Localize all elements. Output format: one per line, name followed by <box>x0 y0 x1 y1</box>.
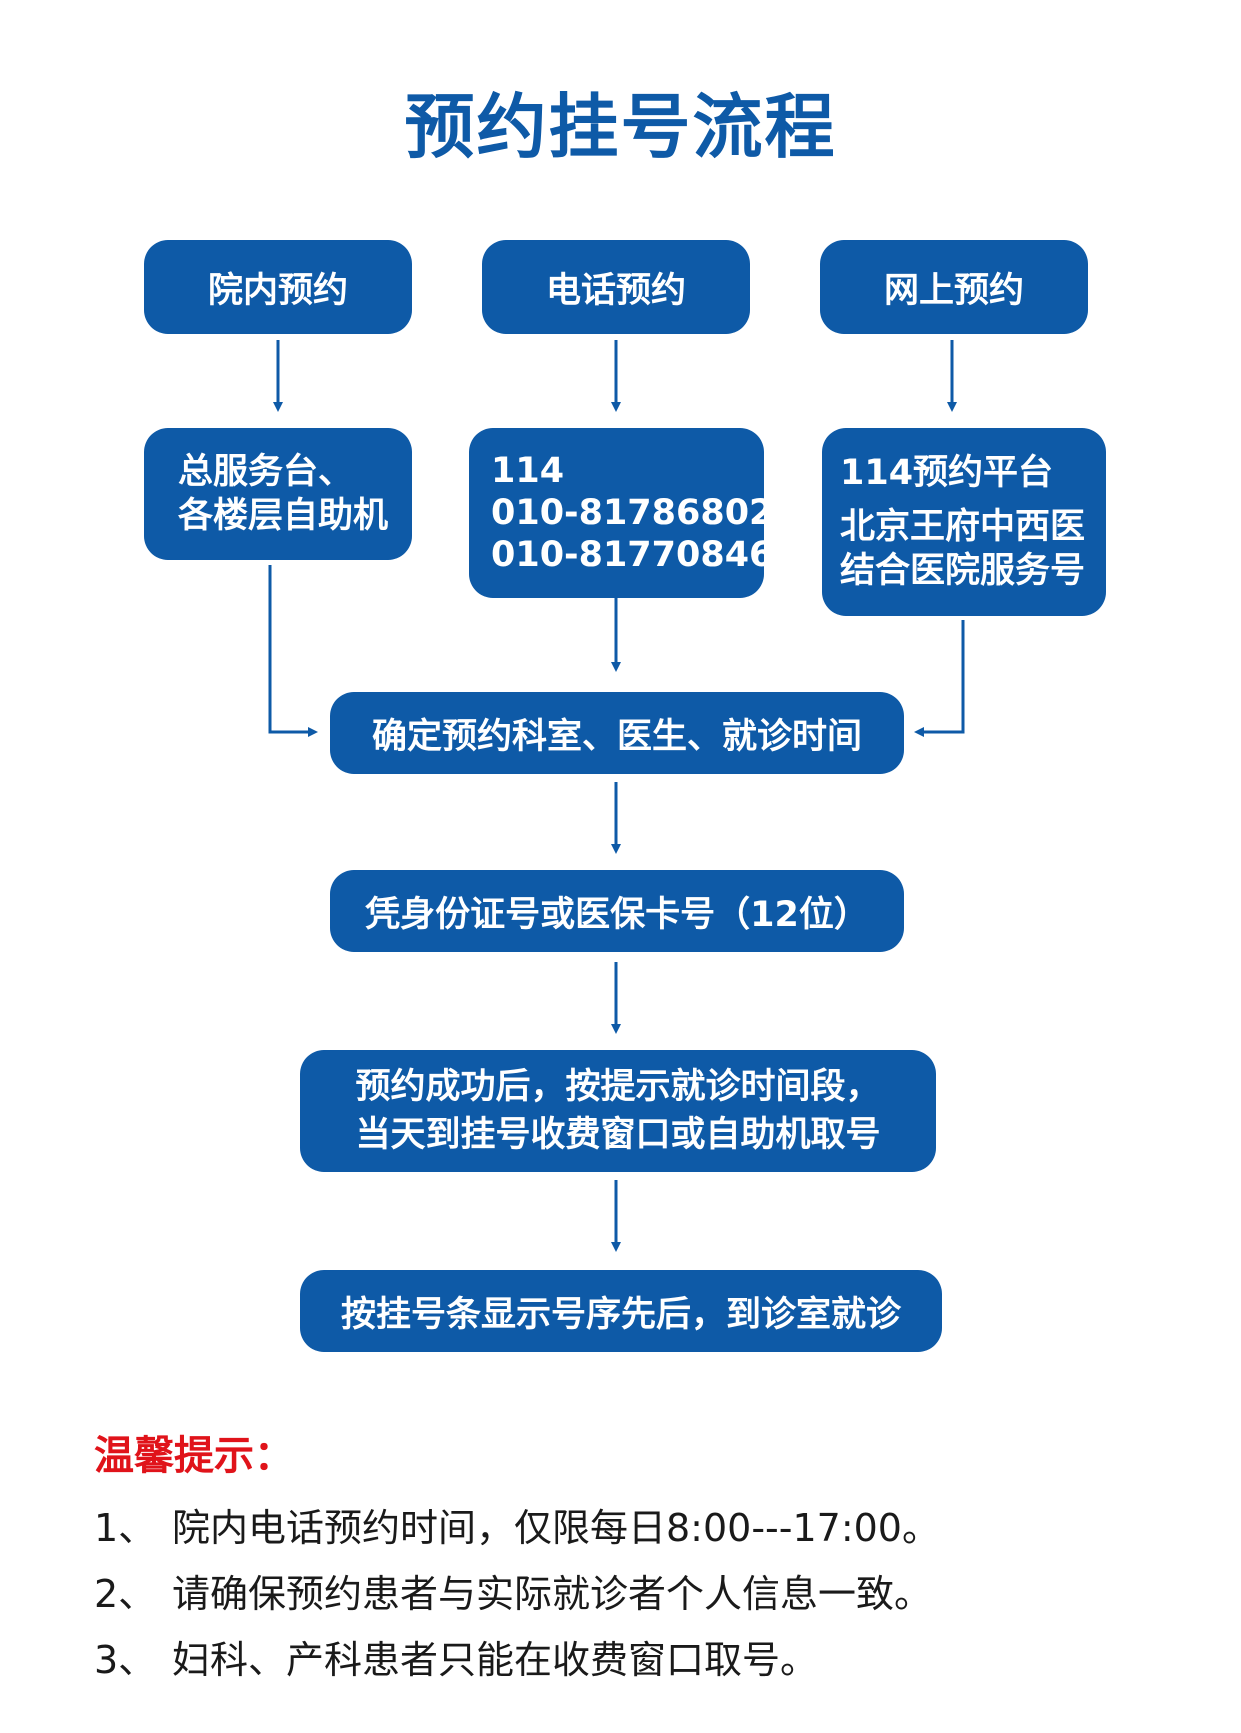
detail-inhospital-line: 总服务台、 <box>178 452 354 492</box>
channel-phone-box: 电话预约 <box>482 240 750 334</box>
detail-phone-line: 010-81786802 <box>491 493 774 533</box>
step-id-text: 凭身份证号或医保卡号（12位） <box>365 894 869 935</box>
step-pickup-line: 当天到挂号收费窗口或自助机取号 <box>355 1115 881 1155</box>
detail-phone-box: 114 010-81786802 010-81770846 <box>469 428 773 598</box>
tip-text: 院内电话预约时间，仅限每日8:00---17:00。 <box>172 1506 940 1550</box>
step-id-box: 凭身份证号或医保卡号（12位） <box>330 870 904 952</box>
detail-online-line: 114预约平台 <box>840 453 1054 493</box>
tips-title: 温馨提示： <box>94 1433 294 1479</box>
detail-inhospital-box: 总服务台、 各楼层自助机 <box>144 428 412 560</box>
channel-phone-label: 电话预约 <box>545 270 686 311</box>
arrow-inhospital-to-step1 <box>268 565 318 737</box>
tip-number: 3、 <box>94 1638 157 1682</box>
step-confirm-box: 确定预约科室、医生、就诊时间 <box>330 692 904 774</box>
detail-inhospital-line: 各楼层自助机 <box>178 496 389 536</box>
detail-phone-line: 010-81770846 <box>491 535 774 575</box>
tip-item: 2、 请确保预约患者与实际就诊者个人信息一致。 <box>94 1568 1194 1620</box>
channel-online-box: 网上预约 <box>820 240 1088 334</box>
page-title: 预约挂号流程 <box>404 86 837 168</box>
tip-number: 1、 <box>94 1506 157 1550</box>
step-pickup-line: 预约成功后，按提示就诊时间段， <box>355 1067 881 1107</box>
tip-text: 妇科、产科患者只能在收费窗口取号。 <box>172 1638 819 1682</box>
tip-item: 1、 院内电话预约时间，仅限每日8:00---17:00。 <box>94 1502 1194 1554</box>
channel-online-label: 网上预约 <box>883 270 1024 311</box>
tips-section: 温馨提示： 1、 院内电话预约时间，仅限每日8:00---17:00。 2、 请… <box>94 1428 1194 1700</box>
tip-text: 请确保预约患者与实际就诊者个人信息一致。 <box>172 1572 933 1616</box>
step-pickup-box: 预约成功后，按提示就诊时间段， 当天到挂号收费窗口或自助机取号 <box>300 1050 936 1172</box>
step-confirm-text: 确定预约科室、医生、就诊时间 <box>371 716 862 757</box>
step-visit-box: 按挂号条显示号序先后，到诊室就诊 <box>300 1270 942 1352</box>
step-visit-text: 按挂号条显示号序先后，到诊室就诊 <box>340 1294 901 1335</box>
tip-item: 3、 妇科、产科患者只能在收费窗口取号。 <box>94 1634 1194 1686</box>
channel-inhospital-label: 院内预约 <box>207 270 348 311</box>
detail-online-box: 114预约平台 北京王府中西医 结合医院服务号 <box>822 428 1106 616</box>
detail-online-line: 结合医院服务号 <box>840 551 1086 591</box>
channel-inhospital-box: 院内预约 <box>144 240 412 334</box>
detail-phone-line: 114 <box>491 451 565 491</box>
detail-online-line: 北京王府中西医 <box>840 507 1086 547</box>
tip-number: 2、 <box>94 1572 157 1616</box>
arrow-online-to-step1 <box>914 620 965 737</box>
